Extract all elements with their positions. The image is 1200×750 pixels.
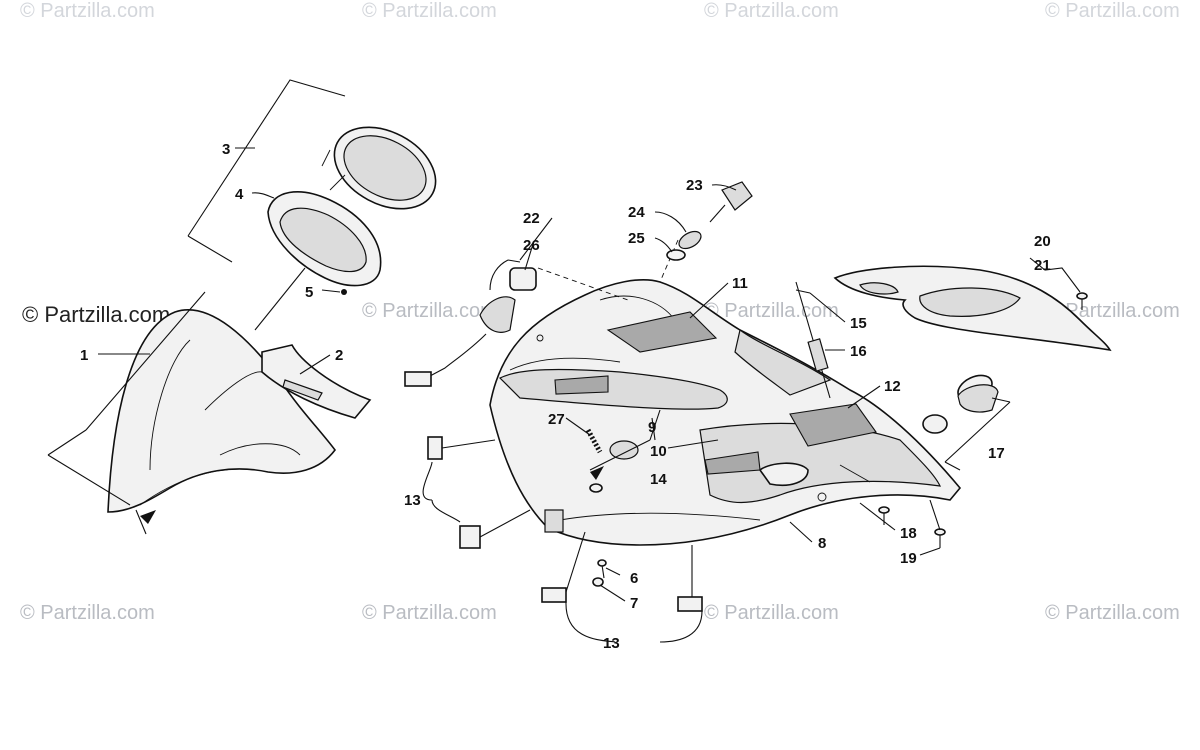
watermark-main: © Partzilla.com [22, 302, 171, 327]
watermark-mid-1: © Partzilla.com [362, 300, 497, 322]
dash-panel-part[interactable] [833, 265, 1112, 352]
watermark-bottom-4: © Partzilla.com [1045, 602, 1180, 624]
plug-part[interactable] [609, 440, 639, 460]
callout-10[interactable]: 10 [650, 443, 667, 460]
callout-6[interactable]: 6 [630, 570, 638, 587]
pad-part-13a[interactable] [427, 436, 443, 460]
callout-20[interactable]: 20 [1034, 233, 1051, 250]
screw-part-7[interactable] [592, 577, 604, 587]
screw-part-6[interactable] [597, 559, 607, 579]
callout-18[interactable]: 18 [900, 525, 917, 542]
watermark-top-4: © Partzilla.com [1045, 0, 1180, 22]
watermark-mid-3: © Partzilla.com [1045, 300, 1180, 322]
gauge-housing-part[interactable] [267, 191, 382, 287]
bracket-part[interactable] [261, 344, 372, 419]
pad-part-12[interactable] [789, 403, 877, 447]
callout-14[interactable]: 14 [650, 471, 667, 488]
callout-16[interactable]: 16 [850, 343, 867, 360]
screw-part-18[interactable] [878, 506, 890, 525]
callout-1[interactable]: 1 [80, 347, 88, 364]
gauge-part[interactable] [320, 111, 449, 225]
key-part[interactable] [709, 181, 753, 223]
ignition-washer-part[interactable] [666, 249, 686, 261]
callout-24[interactable]: 24 [628, 204, 645, 221]
callout-19[interactable]: 19 [900, 550, 917, 567]
pad-part-11[interactable] [606, 311, 718, 353]
screw-part-21[interactable] [1076, 292, 1088, 310]
watermark-bottom-3: © Partzilla.com [704, 602, 839, 624]
pad-part-13b[interactable] [459, 525, 481, 549]
ignition-nut-part[interactable] [676, 228, 704, 252]
callout-9[interactable]: 9 [648, 419, 656, 436]
watermark-top-3: © Partzilla.com [704, 0, 839, 22]
callout-15[interactable]: 15 [850, 315, 867, 332]
callout-labels: 1 2 3 4 5 6 7 8 9 10 11 12 13 13 14 15 1… [80, 141, 1051, 652]
callout-8[interactable]: 8 [818, 535, 826, 552]
callout-17[interactable]: 17 [988, 445, 1005, 462]
watermark-top-2: © Partzilla.com [362, 0, 497, 22]
callout-3[interactable]: 3 [222, 141, 230, 158]
callout-2[interactable]: 2 [335, 347, 343, 364]
callout-21[interactable]: 21 [1034, 257, 1051, 274]
watermark-bottom-1: © Partzilla.com [20, 602, 155, 624]
arrow-marker-center [590, 466, 604, 480]
callout-27[interactable]: 27 [548, 411, 565, 428]
callout-26[interactable]: 26 [523, 237, 540, 254]
arrow-marker-left [140, 510, 156, 524]
watermark-mid-2: © Partzilla.com [704, 300, 839, 322]
leader-lines [98, 147, 1081, 602]
pad-part-13d[interactable] [677, 596, 703, 612]
callout-25[interactable]: 25 [628, 230, 645, 247]
callout-12[interactable]: 12 [884, 378, 901, 395]
hood-body-part[interactable] [489, 279, 962, 546]
windshield-part[interactable] [107, 309, 337, 513]
callout-5[interactable]: 5 [305, 284, 313, 301]
pad-part-13c[interactable] [541, 587, 567, 603]
spring-part[interactable] [585, 428, 603, 454]
watermark-bottom-2: © Partzilla.com [362, 602, 497, 624]
callout-4[interactable]: 4 [235, 186, 244, 203]
screw-part-19[interactable] [934, 528, 946, 548]
connector-part[interactable] [404, 267, 537, 387]
callout-23[interactable]: 23 [686, 177, 703, 194]
watermark-top-1: © Partzilla.com [20, 0, 155, 22]
callout-13-bottom[interactable]: 13 [603, 635, 620, 652]
callout-13[interactable]: 13 [404, 492, 421, 509]
callout-7[interactable]: 7 [630, 595, 638, 612]
callout-22[interactable]: 22 [523, 210, 540, 227]
callout-11[interactable]: 11 [732, 275, 748, 292]
prop-rod-part[interactable] [795, 281, 831, 399]
power-outlet-part[interactable] [922, 370, 999, 434]
pad-part-9[interactable] [554, 375, 609, 395]
